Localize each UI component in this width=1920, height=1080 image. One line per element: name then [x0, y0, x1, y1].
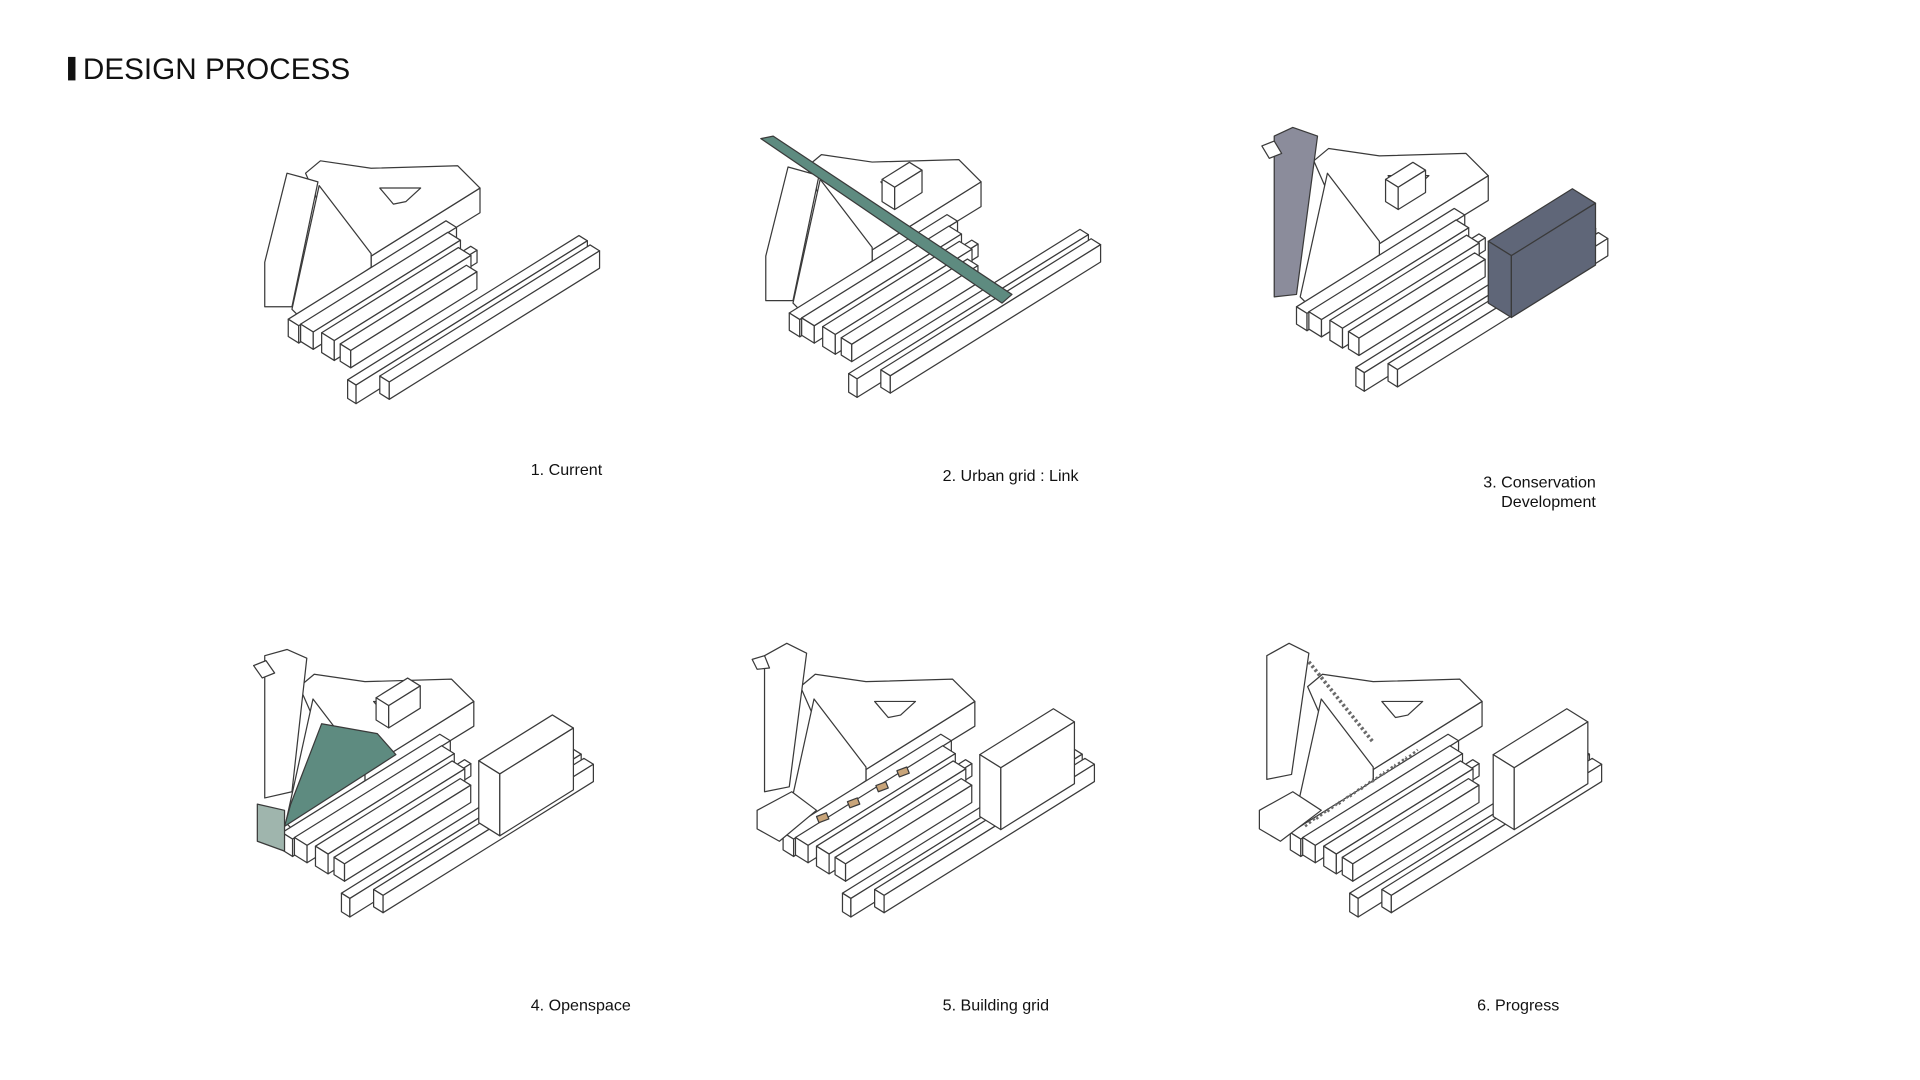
bar-inner-4-front [844, 784, 973, 882]
building-grid-tie-4 [896, 766, 910, 778]
urban-link-strip [760, 135, 1013, 304]
left-slab [264, 172, 319, 308]
openspace-area [283, 723, 397, 828]
tower-slab [1266, 642, 1310, 780]
slab-cap [751, 655, 771, 670]
step-label-3-line1: 3. Conservation [1483, 473, 1596, 491]
step-label-6: 6. Progress [1477, 997, 1559, 1015]
diagram-5-building-grid [751, 642, 1096, 918]
tower-slab [763, 642, 808, 793]
diagram-6-progress [1258, 642, 1603, 918]
diagram-4-openspace [252, 648, 594, 918]
conservation-box-front [1510, 202, 1597, 319]
step-label-5: 5. Building grid [943, 997, 1049, 1015]
podium [756, 791, 818, 842]
step-label-4: 4. Openspace [531, 997, 631, 1015]
diagram-1-current [264, 160, 601, 405]
bar-long-2-front [889, 244, 1102, 394]
openspace-plinth [256, 803, 286, 852]
building-grid-tie-2 [846, 797, 861, 809]
step-label-2: 2. Urban grid : Link [943, 467, 1080, 485]
tower-slab [264, 648, 308, 799]
slab-cap [1261, 140, 1283, 159]
bar-inner-4-front [350, 271, 478, 369]
bar-inner-4-front [851, 264, 979, 363]
step-label-3-line2: Development [1501, 493, 1596, 511]
courtyard-hole [1381, 700, 1424, 719]
diagram-2-urban-grid-link [760, 135, 1102, 399]
building-grid-tie-1 [815, 812, 830, 824]
small-block-front [388, 685, 421, 729]
new-building-block-end [478, 760, 501, 837]
new-building-block-end [979, 754, 1002, 831]
new-building-block-front [499, 727, 575, 837]
diagram-3-conservation-development [1261, 126, 1609, 392]
conservation-slab [1273, 126, 1319, 298]
building-grid-tie-3 [875, 781, 889, 793]
small-block-front [1397, 169, 1427, 211]
title-marker [68, 56, 76, 81]
courtyard-hole [874, 700, 917, 719]
courtyard-hole [379, 187, 422, 205]
step-label-1: 1. Current [531, 461, 603, 479]
new-building-block-front [1000, 721, 1076, 831]
progress-hatch-diagonal [1307, 660, 1375, 744]
bar-inner-4-front [1352, 784, 1480, 882]
bar-inner-4-front [343, 784, 472, 882]
page-title: DESIGN PROCESS [83, 53, 350, 86]
new-building-block-end [1492, 754, 1515, 831]
new-building-block-front [1513, 721, 1589, 831]
podium [1258, 791, 1322, 842]
small-block-front [894, 169, 923, 211]
slab-cap [252, 660, 276, 679]
bar-inner-4-front [1358, 258, 1486, 357]
bar-long-2-front [388, 250, 601, 400]
